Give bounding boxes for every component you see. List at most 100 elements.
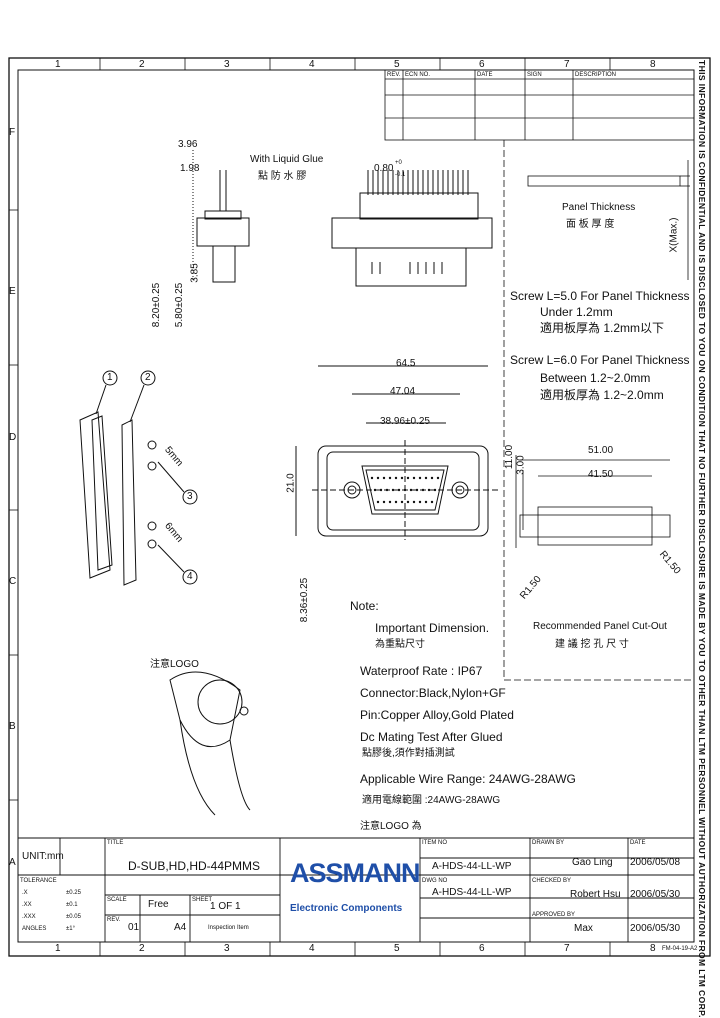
drawn-label: DRAWN BY (532, 840, 565, 846)
inspection-item: Inspection Item (208, 925, 249, 931)
size-value: A4 (174, 922, 187, 933)
row-F: F (9, 127, 16, 138)
screw-note-2-line-1: Screw L=6.0 For Panel Thickness (510, 353, 690, 367)
form-number: FM-04-19-A2 (662, 946, 698, 952)
logo-note: 注意LOGO (150, 659, 199, 670)
col-4-bottom: 4 (309, 943, 315, 954)
confidential-notice: THIS INFORMATION IS CONFIDENTIAL AND IS … (694, 60, 720, 1018)
item-no-label: ITEM NO (422, 840, 447, 846)
checked-label: CHECKED BY (532, 878, 572, 884)
note-5: Dc Mating Test After Glued (360, 730, 503, 744)
col-1: 1 (55, 59, 61, 70)
rev-value: 01 (128, 922, 140, 933)
row-B: B (9, 721, 16, 732)
checked-value: Robert Hsu (570, 889, 621, 900)
dim-3-96: 3.96 (178, 139, 198, 150)
dim-8-36: 8.36±0.25 (299, 577, 311, 623)
dwg-no-label: DWG NO (422, 878, 448, 884)
callout-1: 1 (107, 372, 113, 383)
cutout-11: 11.00 (504, 444, 516, 470)
pin-row (367, 170, 469, 195)
rev-header-date: DATE (477, 72, 493, 78)
scale-label: SCALE (107, 897, 127, 903)
rev-header-rev: REV. (387, 72, 401, 78)
screw-note-1-line-2: Under 1.2mm (540, 305, 613, 319)
col-5-bottom: 5 (394, 943, 400, 954)
cutout-41-5: 41.50 (588, 469, 614, 480)
revision-table-lines (384, 69, 695, 141)
col-6-bottom: 6 (479, 943, 485, 954)
col-7: 7 (564, 59, 570, 70)
dim-21-0: 21.0 (285, 473, 297, 493)
dim-1-98: 1.98 (180, 163, 200, 174)
dim-8-20: 8.20±0.25 (151, 282, 163, 328)
dim-38-96: 38.96±0.25 (380, 416, 430, 427)
tolerance-xx-val: ±0.1 (66, 902, 78, 908)
note-6: Applicable Wire Range: 24AWG-28AWG (360, 772, 576, 786)
col-2: 2 (139, 59, 145, 70)
col-7-bottom: 7 (564, 943, 570, 954)
confidential-notice-text: THIS INFORMATION IS CONFIDENTIAL AND IS … (697, 60, 707, 1018)
glue-label-zh: 點 防 水 膠 (258, 171, 307, 182)
tolerance-angles-val: ±1° (66, 926, 76, 932)
rev-label: REV. (107, 917, 121, 923)
column-ticks (9, 58, 611, 956)
assmann-logo-sub: Electronic Components (290, 903, 403, 914)
cutout-51: 51.00 (588, 445, 614, 456)
rev-header-description: DESCRIPTION (575, 72, 617, 78)
note-5-zh: 點膠後,須作對插測試 (362, 748, 455, 759)
callout-4: 4 (187, 571, 193, 582)
screw-note-1-line-1: Screw L=5.0 For Panel Thickness (510, 289, 690, 303)
date-drawn: 2006/05/08 (630, 857, 681, 868)
col-5: 5 (394, 59, 400, 70)
assmann-logo: ASSMANN (290, 858, 421, 888)
note-6-zh: 適用電線範圍 :24AWG-28AWG (362, 795, 501, 806)
notes-title: Note: (350, 599, 379, 613)
note-4: Pin:Copper Alloy,Gold Plated (360, 708, 514, 722)
note-1-zh: 為重點尺寸 (375, 639, 425, 650)
tolerance-label: TOLERANCE (20, 878, 57, 884)
date-approved: 2006/05/30 (630, 923, 681, 934)
front-pin-dots (370, 476, 440, 504)
sheet-value: 1 OF 1 (210, 901, 241, 912)
col-4: 4 (309, 59, 315, 70)
col-3: 3 (224, 59, 230, 70)
drawing-title: D-SUB,HD,HD-44PMMS (128, 859, 261, 873)
title-label: TITLE (107, 840, 124, 846)
date-checked: 2006/05/30 (630, 889, 681, 900)
row-C: C (9, 576, 17, 587)
side-view (192, 150, 250, 283)
date-label: DATE (630, 840, 646, 846)
glue-label-en: With Liquid Glue (250, 154, 324, 165)
approved-label: APPROVED BY (532, 912, 576, 918)
screw-note-1-line-3: 適用板厚為 1.2mm以下 (540, 321, 665, 335)
x-max: X(Max.) (668, 217, 680, 253)
callout-2: 2 (145, 372, 151, 383)
note-3: Connector:Black,Nylon+GF (360, 686, 506, 700)
tolerance-xx: .XX (22, 902, 32, 908)
exploded-view (79, 370, 251, 816)
approved-value: Max (574, 923, 593, 934)
tolerance-angles: ANGLES (22, 926, 47, 932)
pin-tol-plus: +0 (395, 160, 402, 166)
dwg-no: A-HDS-44-LL-WP (432, 887, 512, 898)
note-1: Important Dimension. (375, 621, 490, 635)
dim-5-80: 5.80±0.25 (174, 282, 186, 328)
col-1-bottom: 1 (55, 943, 61, 954)
screw-note-2-line-3: 適用板厚為 1.2~2.0mm (540, 388, 664, 402)
tolerance-x-val: ±0.25 (66, 890, 81, 896)
scale-value: Free (148, 899, 169, 910)
cutout-label-en: Recommended Panel Cut-Out (533, 621, 667, 632)
unit-label: UNIT:mm (22, 851, 64, 862)
note-2: Waterproof Rate : IP67 (360, 664, 483, 678)
col-2-bottom: 2 (139, 943, 145, 954)
dim-64-5: 64.5 (396, 358, 416, 369)
panel-thickness-zh: 面 板 厚 度 (566, 219, 615, 230)
title-block-lines (18, 837, 694, 942)
col-8: 8 (650, 59, 656, 70)
drawn-value: Gao Ling (572, 857, 613, 868)
dim-3-85: 3.85 (189, 263, 201, 283)
tolerance-xxx: .XXX (22, 914, 36, 920)
tolerance-xxx-val: ±0.05 (66, 914, 81, 920)
